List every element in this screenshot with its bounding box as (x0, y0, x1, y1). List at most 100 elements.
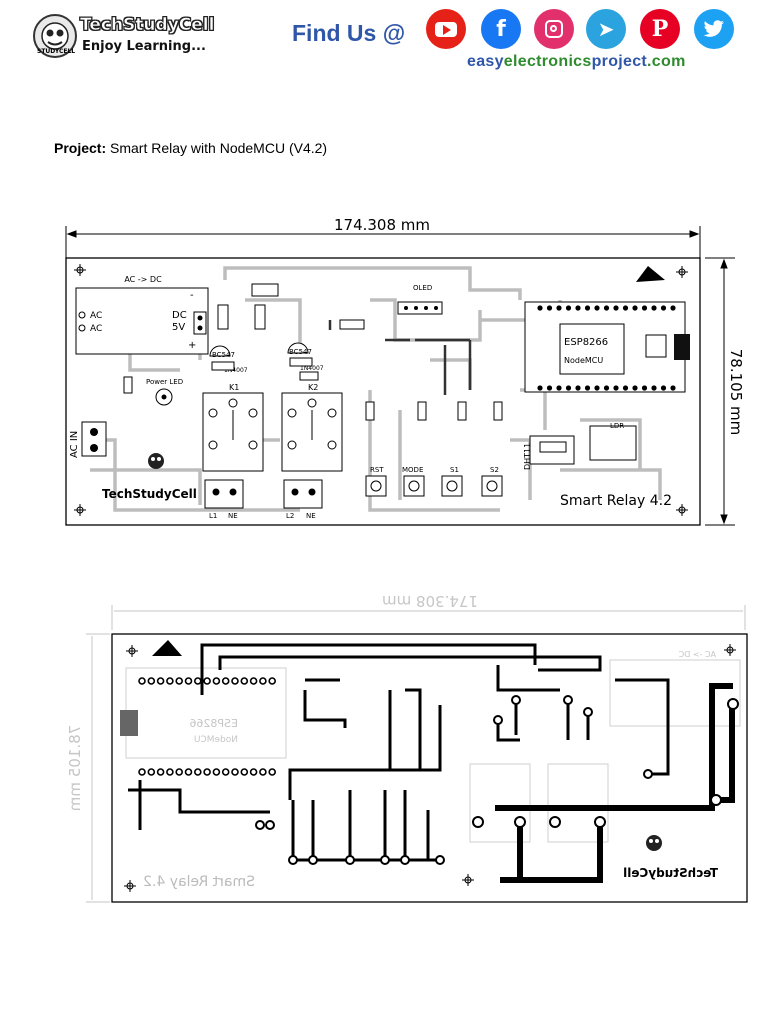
minus-label: - (190, 290, 194, 301)
push-button-cap (408, 480, 420, 492)
esp-pin (603, 305, 610, 311)
bottom-pin (175, 768, 183, 776)
bottom-pin (259, 677, 267, 685)
nodemcu-label: NodeMCU (564, 356, 603, 365)
site-part-com: .com (647, 53, 686, 70)
website-link[interactable]: easyelectronicsproject.com (467, 53, 686, 71)
ac2-label: AC (90, 324, 102, 334)
ldr-label: LDR (610, 422, 624, 430)
social-bar: f ➤ P (426, 9, 736, 51)
bottom-pin (231, 677, 239, 685)
push-button-cap (370, 480, 382, 492)
bottom-pin (212, 677, 221, 685)
push-button (403, 475, 425, 497)
esp-pin (594, 305, 600, 311)
site-part-project: project (591, 53, 648, 70)
height-dimension-label: 78.105 mm (727, 349, 745, 435)
bottom-pin (147, 677, 156, 685)
esp-pin (537, 305, 543, 311)
esp-pin (584, 305, 591, 311)
push-button-cap (486, 480, 498, 492)
bottom-brand-label: TechStudyCell (623, 866, 718, 880)
esp-pin (556, 385, 562, 391)
push-button (481, 475, 503, 497)
bottom-pin (221, 677, 230, 685)
bottom-pin (138, 768, 146, 776)
bottom-pin (147, 768, 156, 776)
bottom-pin (249, 768, 258, 776)
bottom-pin (212, 768, 221, 776)
ldr-sensor (589, 425, 637, 461)
oled-label: OLED (413, 284, 432, 292)
logo (33, 14, 77, 58)
esp-pin (641, 385, 648, 391)
bottom-mounting-holes (124, 644, 736, 892)
bottom-pin (231, 768, 239, 776)
instagram-icon[interactable] (534, 9, 574, 49)
mode-label: MODE (402, 466, 423, 474)
ac-in-label: AC IN (69, 431, 80, 458)
plus-label: + (188, 340, 196, 351)
esp-pin (651, 385, 657, 391)
s1-label: S1 (450, 466, 459, 474)
esp-pin (584, 385, 591, 391)
esp-pin (670, 305, 676, 311)
facebook-icon[interactable]: f (481, 9, 521, 49)
width-dimension-label: 174.308 mm (334, 216, 430, 234)
bottom-pin (138, 677, 146, 685)
youtube-icon[interactable] (426, 9, 466, 49)
bottom-board-outline (111, 633, 748, 903)
push-button (441, 475, 463, 497)
bottom-pin (194, 768, 202, 776)
bottom-pin (203, 768, 211, 776)
bottom-pin (221, 768, 230, 776)
project-title: Smart Relay with NodeMCU (V4.2) (110, 140, 328, 156)
transistor-1 (209, 345, 231, 357)
telegram-icon[interactable]: ➤ (586, 9, 626, 49)
terminal-l2-ne (283, 479, 323, 509)
push-button (365, 475, 387, 497)
bottom-width-label: 174.308 mm (382, 592, 478, 610)
bottom-pin (184, 768, 193, 776)
bottom-pin (240, 677, 249, 685)
power-led-label: Power LED (146, 378, 183, 386)
bottom-height-label: 78.105 mm (66, 725, 84, 811)
twitter-icon[interactable] (694, 9, 734, 49)
push-button-cap (446, 480, 458, 492)
l1-label: L1 (209, 512, 217, 520)
bottom-width-dimension (111, 605, 746, 630)
k2-label: K2 (308, 383, 318, 392)
bottom-pin-rows (138, 677, 277, 776)
tagline: Enjoy Learning... (82, 39, 206, 54)
transistor-2 (287, 342, 309, 354)
find-us-label: Find Us @ (292, 20, 406, 46)
bottom-pin (156, 677, 165, 685)
mounting-holes (74, 264, 688, 516)
esp-pin (651, 305, 657, 311)
bottom-height-dimension (86, 633, 110, 903)
diode-1-label: 1N4007 (224, 367, 248, 374)
esp-pin (622, 385, 629, 391)
oled-header (397, 301, 443, 315)
ac1-label: AC (90, 311, 102, 321)
top-pcb-layout: 174.308 mm 78.105 mm (65, 216, 745, 526)
esp-pin (603, 385, 610, 391)
width-dimension (65, 226, 701, 258)
bottom-pin (240, 768, 249, 776)
bottom-ghost-silk (125, 659, 741, 843)
bottom-silk-logo-icon (646, 835, 662, 851)
bottom-pin (268, 768, 277, 776)
bottom-pin (203, 677, 211, 685)
rst-label: RST (370, 466, 384, 474)
silk-brand-top: TechStudyCell (102, 487, 197, 501)
pinterest-icon[interactable]: P (640, 9, 680, 49)
project-label: Project: (54, 140, 107, 156)
bottom-pin (259, 768, 267, 776)
bc547-1-label: BC547 (212, 351, 235, 359)
esp-pin (556, 305, 562, 311)
triangle-marker (636, 266, 665, 282)
bottom-pin (268, 677, 277, 685)
5v-label: 5V (172, 322, 185, 333)
bottom-pads (255, 695, 739, 865)
esp-pin (594, 385, 600, 391)
